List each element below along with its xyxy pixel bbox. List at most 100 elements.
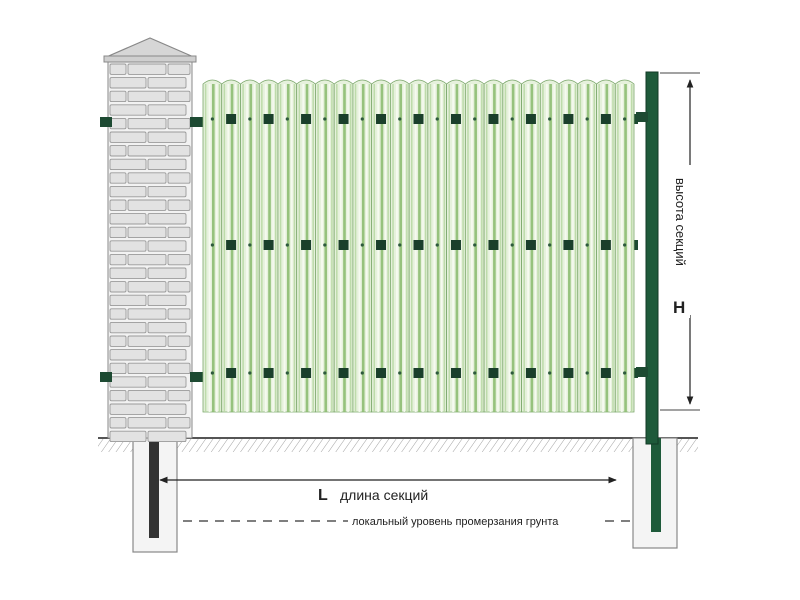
right-metal-post	[636, 71, 659, 445]
brick	[167, 199, 191, 211]
brick	[127, 226, 167, 239]
rail-clip	[338, 240, 349, 250]
brick	[167, 362, 191, 375]
rivet	[435, 117, 439, 121]
rivet	[323, 243, 327, 247]
brick	[127, 308, 167, 320]
rail-clip	[450, 240, 461, 250]
rail-clip	[413, 240, 424, 250]
rivet	[585, 371, 589, 375]
rivet	[585, 117, 589, 121]
rivet	[473, 243, 477, 247]
brick	[109, 104, 147, 116]
left-rail-brackets	[100, 117, 206, 382]
rivet	[548, 371, 552, 375]
brick	[167, 281, 191, 293]
brick	[109, 403, 147, 415]
rivet	[285, 371, 289, 375]
brick	[147, 185, 187, 198]
rail-clip	[450, 368, 461, 378]
rivet	[360, 117, 364, 121]
brick	[109, 389, 127, 402]
brick-pillar	[103, 37, 197, 443]
rivet	[248, 371, 252, 375]
brick	[109, 63, 127, 75]
pillar-cap	[103, 37, 197, 59]
brick	[127, 335, 167, 347]
brick	[167, 90, 191, 103]
brick	[109, 321, 147, 334]
brick	[147, 403, 187, 415]
brick	[127, 389, 167, 402]
rail-clip	[226, 114, 237, 124]
length-dimension: L длина секций	[159, 476, 617, 504]
rivet	[585, 243, 589, 247]
brick	[167, 117, 191, 130]
rivet	[248, 117, 252, 121]
brick	[147, 77, 187, 89]
brick	[127, 90, 167, 103]
brick	[109, 335, 127, 347]
brick	[109, 77, 147, 89]
rivet	[623, 117, 627, 121]
brick	[109, 349, 147, 361]
rail-clip	[525, 114, 536, 124]
brick	[147, 240, 187, 252]
brick	[109, 90, 127, 103]
rivet	[210, 243, 214, 247]
rivet	[548, 243, 552, 247]
brick	[167, 417, 191, 429]
fence-fasteners	[210, 114, 627, 378]
rail-clip	[263, 114, 274, 124]
brick	[167, 63, 191, 75]
brick	[127, 417, 167, 429]
brick	[109, 308, 127, 320]
rivet	[623, 371, 627, 375]
rail-clip	[488, 240, 499, 250]
brick	[127, 145, 167, 157]
length-letter: L	[318, 487, 328, 504]
ground	[98, 437, 698, 452]
rivet	[360, 371, 364, 375]
rail-clip	[413, 368, 424, 378]
brick	[109, 226, 127, 239]
brick	[109, 117, 127, 130]
rail-clip	[563, 240, 574, 250]
brick	[167, 145, 191, 157]
rivet	[510, 117, 514, 121]
brick	[147, 267, 187, 279]
height-text: высота секций	[673, 178, 688, 266]
brick	[167, 253, 191, 266]
brick	[127, 63, 167, 75]
height-letter: H	[673, 298, 685, 317]
rivet	[398, 371, 402, 375]
brick	[127, 117, 167, 130]
rail-clip	[226, 368, 237, 378]
rail-clip	[301, 240, 312, 250]
brick	[127, 281, 167, 293]
rail-clip	[263, 240, 274, 250]
rail-clip	[600, 368, 611, 378]
brick	[109, 199, 127, 211]
rivet	[398, 243, 402, 247]
brick	[109, 158, 147, 171]
rail-clip	[413, 114, 424, 124]
brick	[109, 172, 127, 184]
rivet	[323, 371, 327, 375]
brick	[109, 240, 147, 252]
brick	[127, 253, 167, 266]
brick	[109, 430, 147, 443]
brick	[109, 294, 147, 307]
frost-depth-line: локальный уровень промерзания грунта	[183, 516, 630, 528]
brick	[147, 430, 187, 443]
rail-clip	[338, 114, 349, 124]
brick	[109, 281, 127, 293]
rivet	[473, 117, 477, 121]
rivet	[210, 117, 214, 121]
brick	[109, 253, 127, 266]
rivet	[435, 371, 439, 375]
rivet	[360, 243, 364, 247]
brick	[147, 294, 187, 307]
brick	[147, 349, 187, 361]
